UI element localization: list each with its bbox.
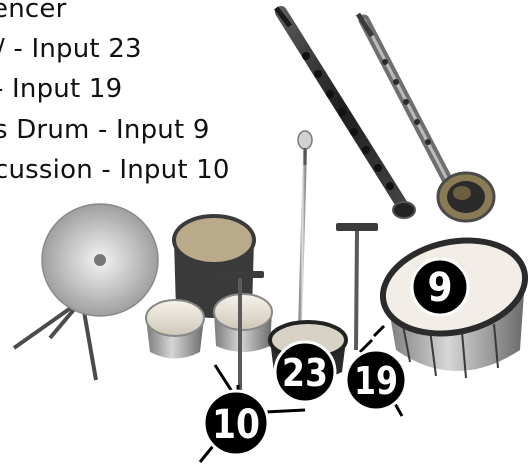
- badge-number: 19: [354, 359, 398, 403]
- input-badge-19: 19: [344, 348, 408, 412]
- input-label: - Input 19: [0, 74, 123, 104]
- input-label: s Drum - Input 9: [0, 115, 210, 145]
- bass-drum-icon: [379, 237, 529, 379]
- input-label: / - Input 23: [0, 34, 142, 64]
- input-label: cussion - Input 10: [0, 155, 230, 185]
- input-label: encer: [0, 0, 67, 24]
- soprano-sax-icon: [274, 6, 416, 219]
- badge-number: 10: [212, 402, 260, 448]
- badge-number: 9: [427, 265, 452, 311]
- bongos-icon: [145, 293, 273, 359]
- input-badge-9: 9: [410, 257, 470, 317]
- input-badge-10: 10: [202, 389, 270, 457]
- input-label-list: encer / - Input 23 - Input 19 s Drum - I…: [0, 0, 300, 200]
- stand-icon: [336, 223, 378, 351]
- cymbal-icon: [12, 203, 159, 381]
- clarinet-icon: [355, 12, 496, 223]
- microphone-stand-icon: [297, 130, 313, 331]
- input-badge-23: 23: [273, 340, 337, 404]
- badge-number: 23: [282, 351, 328, 395]
- stand-icon: [216, 271, 264, 390]
